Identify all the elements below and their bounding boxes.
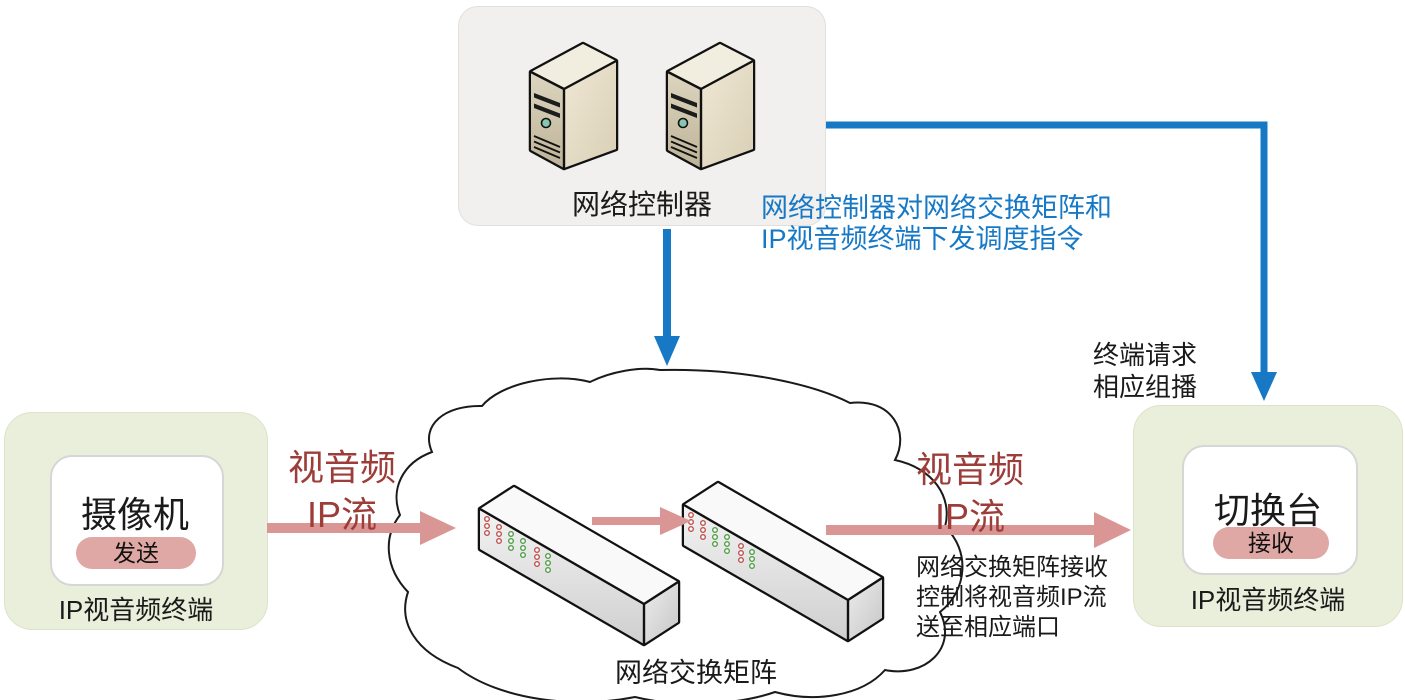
switch-icon [480, 487, 678, 644]
send-badge: 发送 [76, 537, 196, 569]
stream-right-line2: IP流 [934, 496, 1005, 537]
forward-note-line3: 送至相应端口 [916, 614, 1060, 641]
dispatch-note-line2: IP视音频终端下发调度指令 [761, 224, 1084, 254]
stream-left-line2: IP流 [306, 494, 377, 535]
stream-label-left: 视音频 IP流 [247, 444, 437, 538]
controller-group-box [458, 6, 826, 226]
switch-icon [684, 483, 882, 640]
forward-note: 网络交换矩阵接收 控制将视音频IP流 送至相应端口 [916, 553, 1108, 643]
switcher-label: 切换台 [1213, 490, 1322, 531]
receive-badge: 接收 [1213, 527, 1329, 559]
stream-left-line1: 视音频 [287, 447, 396, 488]
camera-label: 摄像机 [80, 494, 189, 535]
forward-note-line1: 网络交换矩阵接收 [916, 554, 1108, 581]
request-note-line1: 终端请求 [1093, 340, 1198, 370]
matrix-label: 网络交换矩阵 [615, 658, 777, 688]
request-note-line2: 相应组播 [1093, 372, 1198, 402]
control-arrow-elbow [826, 121, 1277, 401]
control-arrow-down [654, 229, 680, 366]
controller-label: 网络控制器 [571, 189, 712, 220]
stream-label-right: 视音频 IP流 [875, 446, 1065, 540]
request-note: 终端请求 相应组播 [1093, 339, 1197, 403]
forward-note-line2: 控制将视音频IP流 [916, 584, 1107, 611]
receiver-terminal-label: IP视音频终端 [1190, 585, 1346, 615]
dispatch-note: 网络控制器对网络交换矩阵和 IP视音频终端下发调度指令 [761, 193, 1112, 255]
stream-arrow-middle [592, 507, 691, 535]
dispatch-note-line1: 网络控制器对网络交换矩阵和 [761, 193, 1112, 223]
stream-right-line1: 视音频 [915, 449, 1024, 490]
sender-terminal-label: IP视音频终端 [58, 595, 214, 625]
